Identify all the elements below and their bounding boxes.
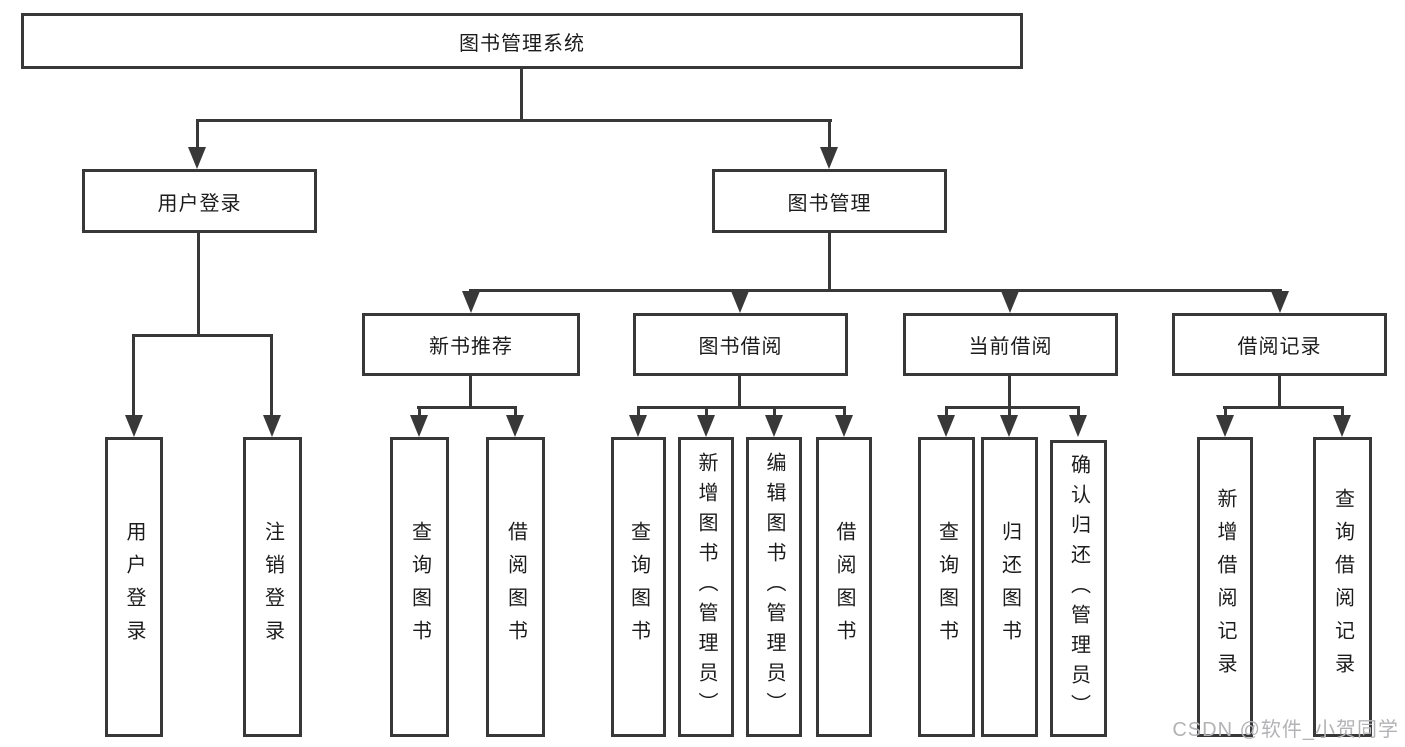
leaf-br-add-record: 新增借阅记录 <box>1197 437 1253 737</box>
arrow-down-icon <box>1271 291 1289 313</box>
connector-line <box>773 406 776 418</box>
leaf-logout: 注销登录 <box>243 437 302 737</box>
leaf-logout-label: 注销登录 <box>261 521 284 653</box>
connector-line <box>270 334 273 418</box>
connector-line <box>132 334 273 337</box>
leaf-br-add-record-label: 新增借阅记录 <box>1214 488 1236 686</box>
leaf-bb-query-book: 查询图书 <box>611 437 666 737</box>
leaf-br-query-record-label: 查询借阅记录 <box>1331 488 1354 686</box>
connector-line <box>828 233 831 291</box>
arrow-down-icon <box>188 147 206 169</box>
connector-line <box>945 406 1080 409</box>
arrow-down-icon <box>410 415 428 437</box>
leaf-bb-query-book-label: 查询图书 <box>627 521 650 653</box>
connector-line <box>705 406 708 418</box>
node-book-management-label: 图书管理 <box>787 192 872 215</box>
connector-line <box>1224 406 1227 418</box>
node-book-borrow-label: 图书借阅 <box>698 336 783 358</box>
connector-line <box>1223 406 1344 409</box>
arrow-down-icon <box>462 291 480 313</box>
leaf-br-query-record: 查询借阅记录 <box>1313 437 1372 737</box>
connector-line <box>514 406 517 418</box>
arrow-down-icon <box>506 415 524 437</box>
connector-line <box>738 376 741 408</box>
node-new-book-recommend-label: 新书推荐 <box>429 336 513 358</box>
arrow-down-icon <box>937 415 955 437</box>
connector-line <box>418 406 421 418</box>
arrow-down-icon <box>1069 415 1087 437</box>
leaf-cb-confirm-return-admin-label: 确认归还（管理员） <box>1067 453 1090 724</box>
connector-line <box>469 376 472 408</box>
connector-line <box>945 406 948 418</box>
node-book-borrow: 图书借阅 <box>633 313 848 376</box>
connector-line <box>1278 376 1281 408</box>
node-root-label: 图书管理系统 <box>459 32 585 55</box>
arrow-down-icon <box>1001 291 1019 313</box>
arrow-down-icon <box>1333 415 1351 437</box>
leaf-bb-borrow-book-label: 借阅图书 <box>833 521 855 653</box>
arrow-down-icon <box>263 415 281 437</box>
leaf-nbr-borrow-book: 借阅图书 <box>486 437 545 737</box>
connector-line <box>843 406 846 418</box>
node-book-management: 图书管理 <box>712 169 947 233</box>
connector-line <box>196 119 832 122</box>
node-user-login: 用户登录 <box>82 169 317 233</box>
connector-line <box>520 69 523 121</box>
node-user-login-label: 用户登录 <box>157 192 242 215</box>
connector-line <box>1008 376 1011 408</box>
leaf-cb-confirm-return-admin: 确认归还（管理员） <box>1050 440 1107 737</box>
connector-line <box>132 334 135 418</box>
connector-line <box>1341 406 1344 418</box>
leaf-bb-edit-book-admin-label: 编辑图书（管理员） <box>763 452 785 722</box>
node-borrow-records: 借阅记录 <box>1172 313 1387 376</box>
leaf-user-login: 用户登录 <box>105 437 163 737</box>
watermark: CSDN @软件_小贺同学 <box>1172 719 1399 741</box>
node-borrow-records-label: 借阅记录 <box>1237 336 1322 358</box>
arrow-down-icon <box>697 415 715 437</box>
leaf-nbr-query-book-label: 查询图书 <box>408 521 431 653</box>
connector-line <box>637 406 846 409</box>
connector-line <box>1077 406 1080 418</box>
arrow-down-icon <box>125 415 143 437</box>
arrow-down-icon <box>1000 415 1018 437</box>
connector-line <box>196 119 199 149</box>
connector-line <box>197 233 200 336</box>
connector-line <box>469 289 1282 292</box>
arrow-down-icon <box>820 147 838 169</box>
leaf-nbr-query-book: 查询图书 <box>390 437 449 737</box>
leaf-bb-add-book-admin: 新增图书（管理员） <box>678 437 734 737</box>
arrow-down-icon <box>629 415 647 437</box>
leaf-cb-return-book-label: 归还图书 <box>998 521 1021 653</box>
connector-line <box>417 406 517 409</box>
arrow-down-icon <box>765 415 783 437</box>
leaf-bb-edit-book-admin: 编辑图书（管理员） <box>746 437 802 737</box>
leaf-user-login-label: 用户登录 <box>123 521 145 653</box>
leaf-cb-query-book-label: 查询图书 <box>935 521 958 653</box>
leaf-nbr-borrow-book-label: 借阅图书 <box>504 521 527 653</box>
node-current-borrow-label: 当前借阅 <box>968 336 1053 358</box>
arrow-down-icon <box>835 415 853 437</box>
node-current-borrow: 当前借阅 <box>903 313 1118 376</box>
arrow-down-icon <box>1216 415 1234 437</box>
node-root: 图书管理系统 <box>21 13 1023 69</box>
connector-line <box>828 119 831 149</box>
connector-line <box>637 406 640 418</box>
connector-line <box>1008 406 1011 418</box>
node-new-book-recommend: 新书推荐 <box>362 313 580 376</box>
leaf-cb-return-book: 归还图书 <box>981 437 1038 737</box>
leaf-cb-query-book: 查询图书 <box>918 437 975 737</box>
arrow-down-icon <box>731 291 749 313</box>
leaf-bb-add-book-admin-label: 新增图书（管理员） <box>695 452 717 722</box>
leaf-bb-borrow-book: 借阅图书 <box>816 437 872 737</box>
